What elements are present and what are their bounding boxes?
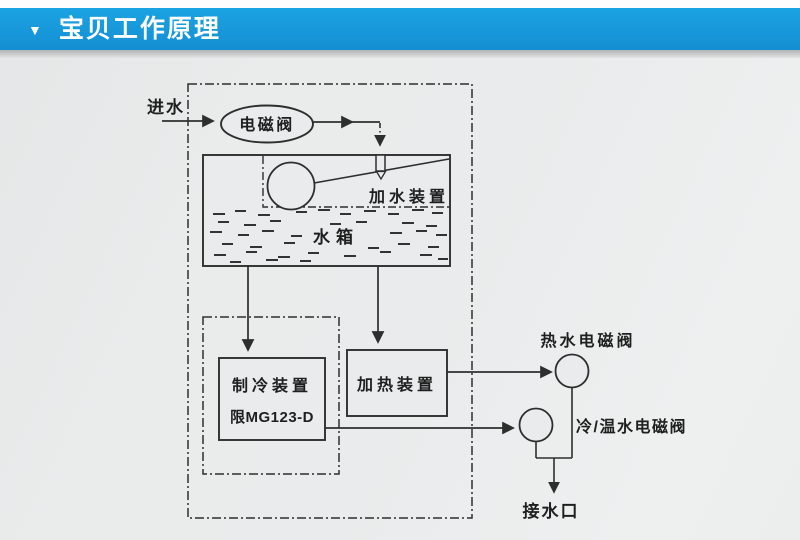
water-adding-region-boundary xyxy=(262,156,450,208)
float-ball xyxy=(266,161,316,211)
water-surface-dashes xyxy=(210,209,448,263)
water-tank-label: 水箱 xyxy=(313,227,359,247)
water-adding-device-label: 加水装置 xyxy=(368,187,449,206)
collapse-triangle-icon: ▼ xyxy=(28,22,42,38)
fill-valve-nozzle xyxy=(375,170,387,181)
cold-warm-water-valve-circle xyxy=(518,407,554,443)
fill-valve-body xyxy=(375,154,386,172)
section-title: 宝贝工作原理 xyxy=(58,14,221,43)
outer-system-boundary xyxy=(187,83,473,519)
inlet-label: 进水 xyxy=(147,97,185,117)
cooling-device-box xyxy=(218,357,326,441)
cooling-device-model-label: 限MG123-D xyxy=(230,409,314,426)
header-shadow xyxy=(0,50,800,58)
solenoid-valve-ellipse xyxy=(220,104,314,144)
heating-device-label: 加热装置 xyxy=(356,375,437,394)
solenoid-valve-label: 电磁阀 xyxy=(239,115,295,134)
heating-device-box xyxy=(346,349,448,417)
cooling-section-boundary xyxy=(202,316,340,475)
section-header: ▼ 宝贝工作原理 xyxy=(0,8,800,50)
hot-water-valve-label: 热水电磁阀 xyxy=(540,331,635,350)
water-outlet-label: 接水口 xyxy=(523,501,580,521)
cold-warm-water-valve-label: 冷/温水电磁阀 xyxy=(576,417,687,436)
top-strip xyxy=(0,0,800,8)
cooling-device-label: 制冷装置 xyxy=(232,376,312,395)
hot-water-valve-circle xyxy=(554,353,590,389)
